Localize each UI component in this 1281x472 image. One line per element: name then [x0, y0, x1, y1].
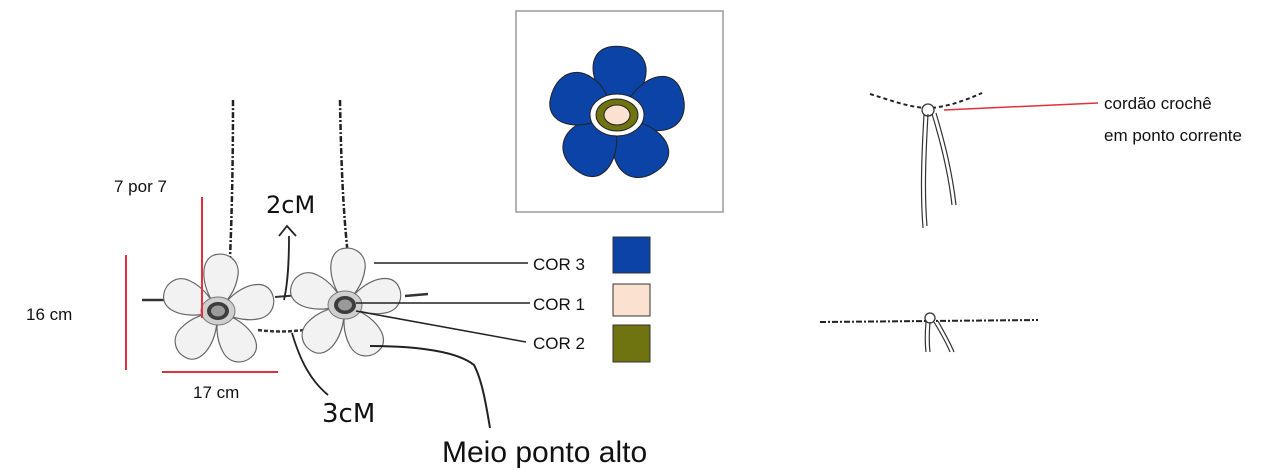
label-cord-line2: em ponto corrente — [1104, 126, 1242, 145]
leader-cor-2 — [355, 310, 527, 343]
cord-illustration-top — [869, 92, 1099, 229]
pointer-2cm — [283, 235, 290, 301]
legend-swatch-cor-3 — [612, 236, 651, 274]
strap-right — [338, 99, 350, 257]
label-7-por-7: 7 por 7 — [114, 177, 167, 196]
label-17-cm: 17 cm — [193, 383, 239, 402]
legend-swatch-cor-1 — [612, 283, 651, 317]
flower-right — [289, 247, 402, 357]
legend-swatch-cor-2 — [612, 324, 651, 363]
pointer-3cm — [291, 332, 329, 396]
label-3cm: 3cM — [322, 399, 375, 429]
flower-left — [162, 253, 275, 363]
strap-left — [228, 99, 235, 259]
label-cord-line1: cordão crochê — [1104, 94, 1212, 113]
label-2cm: 2cM — [266, 191, 315, 219]
cord-pointer — [943, 102, 1099, 111]
label-meio-ponto-alto: Meio ponto alto — [442, 436, 647, 469]
color-legend: COR 3 COR 1 COR 2 — [533, 236, 651, 363]
legend-label-cor-3: COR 3 — [533, 255, 585, 274]
legend-label-cor-1: COR 1 — [533, 295, 585, 314]
tie-right — [404, 292, 429, 298]
caret-2cm — [278, 224, 297, 237]
legend-label-cor-2: COR 2 — [533, 334, 585, 353]
flower-color-preview — [515, 10, 724, 213]
pointer-stitch — [369, 345, 491, 429]
cord-illustration-bottom — [819, 312, 1039, 353]
label-16-cm: 16 cm — [26, 305, 72, 324]
preview-flower — [549, 45, 685, 178]
